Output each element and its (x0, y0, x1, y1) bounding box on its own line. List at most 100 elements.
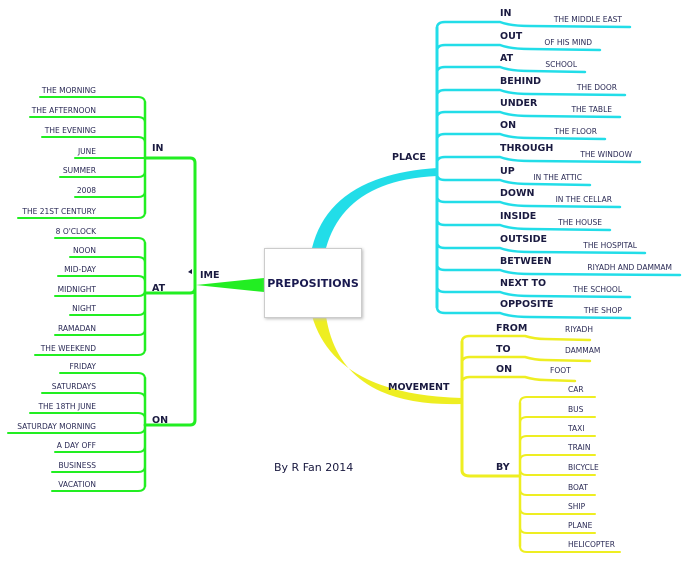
time-label[interactable]: IME (200, 270, 219, 281)
place-object[interactable]: THE SCHOOL (572, 285, 623, 294)
time-item-line (59, 372, 146, 380)
movement-item-line (460, 355, 592, 365)
time-item[interactable]: SATURDAY MORNING (17, 422, 96, 431)
time-item[interactable]: THE WEEKEND (40, 344, 97, 353)
time-mark-icon (188, 269, 192, 274)
place-preposition[interactable]: AT (500, 53, 514, 64)
time-item[interactable]: A DAY OFF (57, 441, 96, 450)
place-preposition[interactable]: THROUGH (500, 143, 553, 154)
time-branch-label[interactable]: IN (152, 143, 164, 154)
time-item-line (54, 237, 146, 245)
place-object[interactable]: THE MIDDLE EAST (553, 15, 623, 24)
time-item[interactable]: MIDNIGHT (58, 285, 97, 294)
movement-by-label[interactable]: BY (496, 462, 510, 473)
place-object[interactable]: SCHOOL (545, 60, 577, 69)
transport-item[interactable]: PLANE (568, 521, 593, 530)
time-item[interactable]: THE 18TH JUNE (37, 402, 96, 411)
by-item-line (519, 526, 596, 534)
place-object[interactable]: IN THE ATTIC (533, 173, 582, 182)
by-item-line (519, 468, 596, 476)
place-preposition[interactable]: OUTSIDE (500, 234, 547, 245)
by-item-line (519, 507, 596, 515)
place-object[interactable]: RIYADH AND DAMMAM (587, 263, 672, 272)
place-label[interactable]: PLACE (392, 152, 426, 163)
time-item[interactable]: NOON (73, 246, 96, 255)
place-preposition[interactable]: UNDER (500, 98, 538, 109)
place-preposition[interactable]: ON (500, 120, 516, 131)
time-item[interactable]: 2008 (77, 186, 96, 195)
transport-item[interactable]: TRAIN (567, 443, 590, 452)
transport-item[interactable]: BICYCLE (568, 463, 599, 472)
time-item[interactable]: 8 O'CLOCK (56, 227, 97, 236)
by-item-line (519, 396, 596, 404)
time-item[interactable]: SATURDAYS (52, 382, 97, 391)
transport-item[interactable]: CAR (568, 385, 584, 394)
place-object[interactable]: THE HOUSE (557, 218, 602, 227)
movement-preposition[interactable]: ON (496, 364, 512, 375)
central-topic[interactable]: PREPOSITIONS (264, 248, 362, 318)
time-item-line (39, 96, 146, 104)
place-preposition[interactable]: INSIDE (500, 211, 536, 222)
place-preposition[interactable]: UP (500, 166, 515, 177)
time-item[interactable]: THE MORNING (41, 86, 96, 95)
transport-item[interactable]: BOAT (568, 483, 588, 492)
time-item-line (54, 289, 146, 297)
time-item-line (51, 465, 146, 473)
time-item-line (74, 190, 146, 198)
transport-item[interactable]: BUS (568, 405, 584, 414)
movement-by-line (460, 468, 522, 478)
place-preposition[interactable]: IN (500, 8, 512, 19)
place-object[interactable]: THE FLOOR (553, 127, 597, 136)
place-object[interactable]: THE TABLE (570, 105, 612, 114)
place-item-line (435, 305, 632, 320)
by-item-line (519, 435, 596, 443)
time-item[interactable]: SUMMER (63, 166, 96, 175)
time-item[interactable]: NIGHT (72, 304, 96, 313)
place-object[interactable]: IN THE CELLAR (556, 195, 612, 204)
place-item-line (435, 284, 632, 299)
time-item-line (29, 116, 146, 124)
time-item[interactable]: FRIDAY (69, 362, 96, 371)
place-preposition[interactable]: BEHIND (500, 76, 541, 87)
place-object[interactable]: THE DOOR (576, 83, 617, 92)
movement-label[interactable]: MOVEMENT (388, 382, 450, 393)
place-object[interactable]: THE SHOP (583, 306, 623, 315)
place-preposition[interactable]: DOWN (500, 188, 534, 199)
time-item[interactable]: BUSINESS (59, 461, 97, 470)
time-item-line (54, 445, 146, 453)
place-item-line (435, 217, 612, 232)
transport-item[interactable]: TAXI (567, 424, 584, 433)
place-object[interactable]: OF HIS MIND (544, 38, 592, 47)
time-item-line (7, 426, 146, 434)
place-object[interactable]: THE HOSPITAL (582, 241, 638, 250)
by-item-line (519, 416, 596, 424)
time-item[interactable]: THE AFTERNOON (31, 106, 96, 115)
place-item-line (435, 262, 682, 277)
time-item[interactable]: MID-DAY (64, 265, 96, 274)
place-item-line (435, 65, 587, 75)
place-preposition[interactable]: OPPOSITE (500, 299, 553, 310)
time-branch-label[interactable]: ON (152, 415, 168, 426)
credit-text: By R Fan 2014 (274, 461, 354, 474)
time-item[interactable]: JUNE (77, 147, 96, 156)
place-preposition[interactable]: BETWEEN (500, 256, 552, 267)
movement-preposition[interactable]: TO (496, 344, 511, 355)
place-preposition[interactable]: NEXT TO (500, 278, 546, 289)
time-item[interactable]: RAMADAN (58, 324, 96, 333)
movement-object[interactable]: RIYADH (565, 325, 593, 334)
movement-object[interactable]: FOOT (550, 366, 571, 375)
time-branch-label[interactable]: AT (152, 283, 166, 294)
time-item[interactable]: THE EVENING (44, 126, 96, 135)
time-item-line (54, 328, 146, 336)
time-item[interactable]: THE 21ST CENTURY (21, 207, 96, 216)
movement-item-line (460, 375, 577, 385)
place-preposition[interactable]: OUT (500, 31, 523, 42)
movement-preposition[interactable]: FROM (496, 323, 527, 334)
place-item-line (435, 88, 627, 98)
movement-object[interactable]: DAMMAM (565, 346, 600, 355)
place-item-line (435, 194, 622, 209)
time-item[interactable]: VACATION (58, 480, 96, 489)
transport-item[interactable]: HELICOPTER (568, 540, 615, 549)
place-object[interactable]: THE WINDOW (579, 150, 632, 159)
transport-item[interactable]: SHIP (568, 502, 586, 511)
